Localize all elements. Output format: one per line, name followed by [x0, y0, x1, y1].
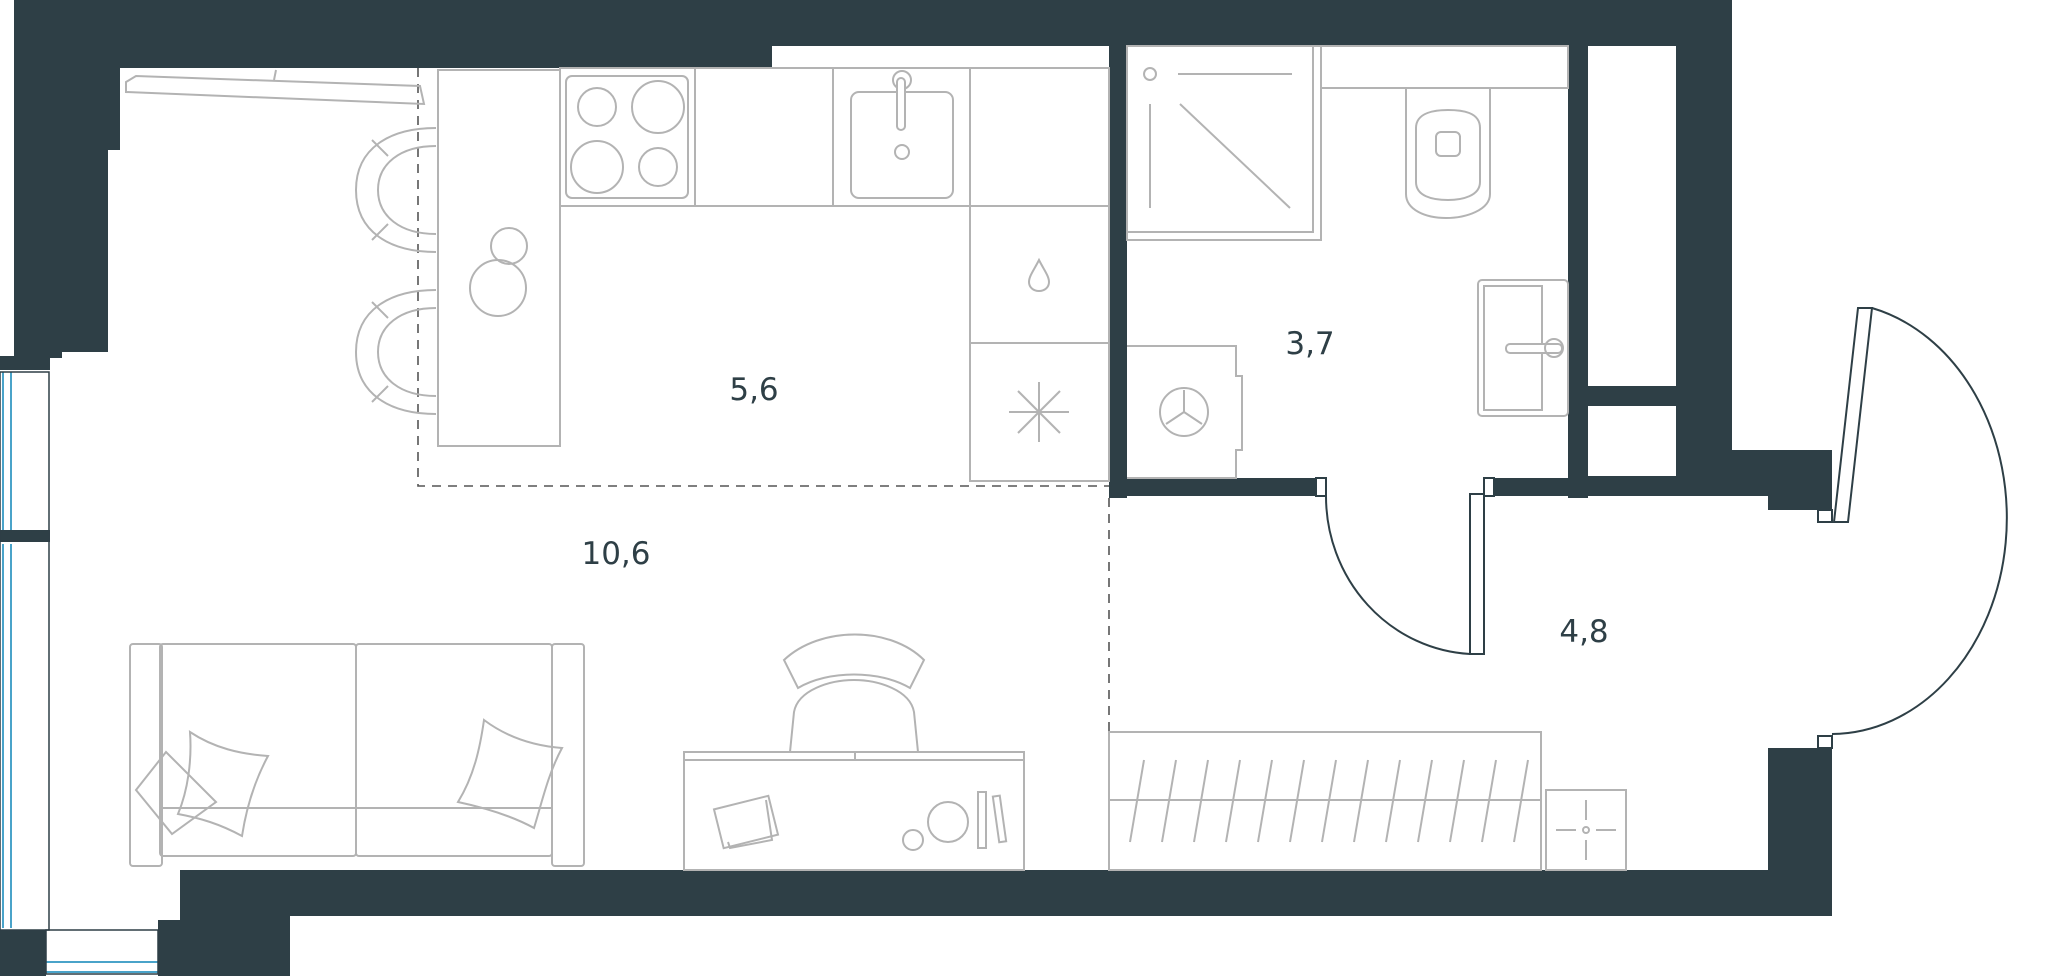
kitchen-furniture [125, 67, 1110, 482]
bathroom-fixtures [1126, 45, 1569, 479]
windows [0, 371, 159, 975]
hallway-furniture [1108, 731, 1627, 871]
walls [0, 0, 1832, 976]
living-area-label: 10,6 [581, 536, 650, 572]
hallway-area-label: 4,8 [1559, 614, 1608, 650]
kitchen-area-label: 5,6 [729, 372, 778, 408]
living-furniture [129, 633, 1025, 871]
doors [1315, 307, 2008, 749]
zone-dividers [417, 68, 1110, 870]
bathroom-area-label: 3,7 [1285, 326, 1334, 362]
